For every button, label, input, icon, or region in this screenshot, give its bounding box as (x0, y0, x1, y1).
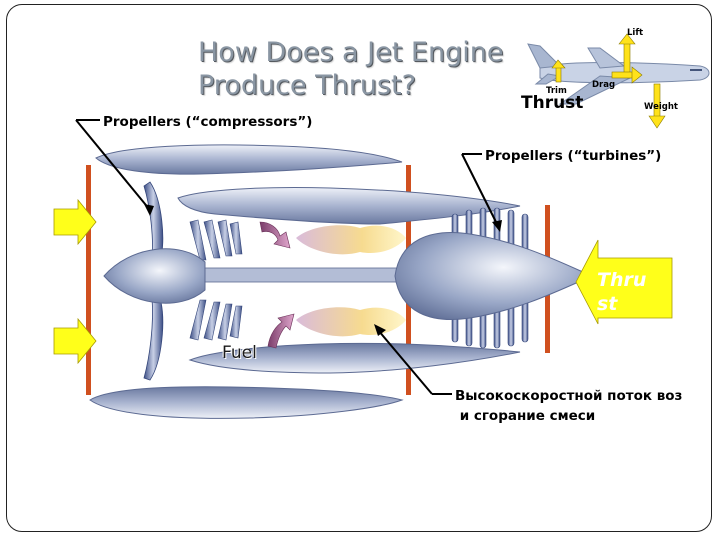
drag-arrow (612, 72, 634, 78)
combustion-flame-bottom (296, 307, 406, 336)
turbines-label: Propellers (“turbines”) (485, 148, 661, 164)
lift-label: Lift (627, 28, 643, 38)
airplane-illustration (528, 34, 709, 128)
combustion-flame-top (296, 225, 406, 254)
intake-frame-bar (86, 165, 91, 395)
thrust-arrow-label: Thru st (597, 268, 646, 316)
drag-label: Drag (592, 80, 615, 90)
flow-label: Высокоскоростной поток воз и сгорание см… (455, 386, 682, 426)
fuel-label: Fuel (222, 343, 257, 363)
fuel-arrow-top (260, 222, 290, 248)
fuel-arrow-bottom (268, 314, 294, 348)
airplane-thrust-label: Thrust (521, 93, 583, 113)
flow-label-line-1: Высокоскоростной поток воз (455, 386, 682, 406)
nose-cone (104, 249, 205, 303)
thrust-arrow-label-line-1: Thru (597, 268, 646, 292)
trim-label: Trim (546, 86, 567, 96)
engine-shaft (200, 268, 420, 282)
outer-casing-top (96, 145, 402, 174)
weight-label: Weight (644, 102, 678, 112)
thrust-arrow-label-line-2: st (597, 292, 646, 316)
compressors-label: Propellers (“compressors”) (103, 114, 312, 130)
lift-arrow (624, 42, 630, 76)
outer-casing-bottom (90, 387, 402, 419)
trim-arrow (556, 66, 561, 82)
flow-label-line-2: и сгорание смеси (455, 406, 682, 426)
weight-arrow (654, 84, 660, 118)
exhaust-cone (395, 233, 592, 320)
